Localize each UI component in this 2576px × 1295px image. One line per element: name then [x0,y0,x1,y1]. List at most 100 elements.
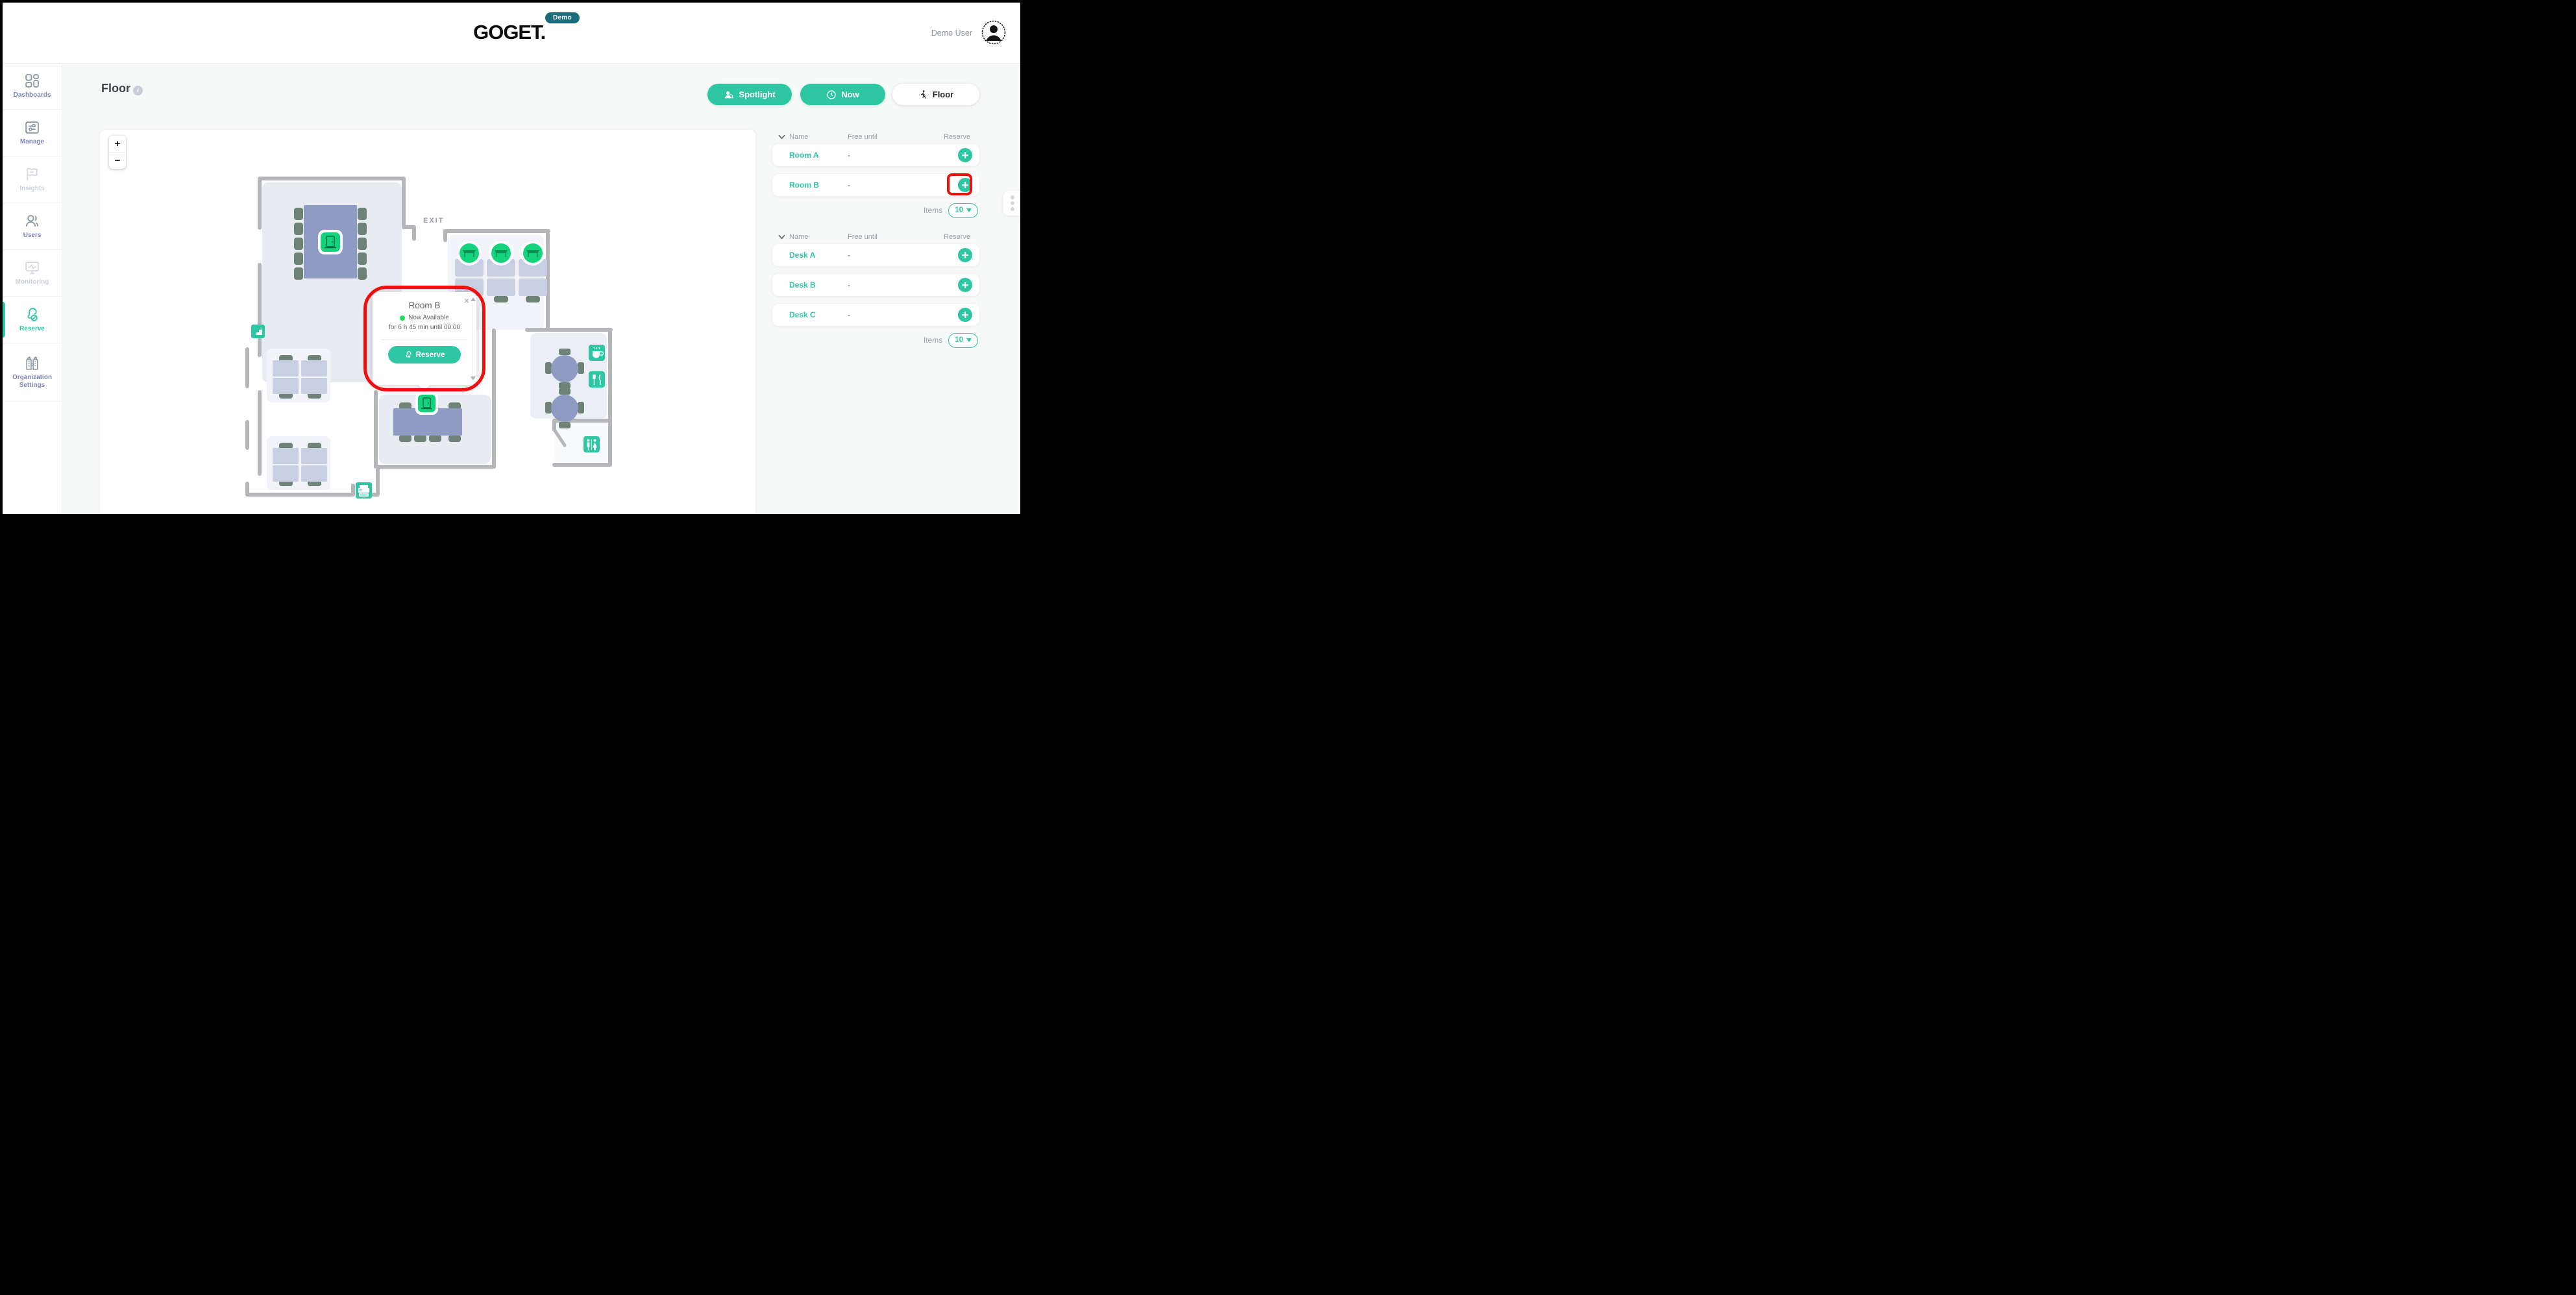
room-b-popup: × Room B Now Available for 6 h 45 min un… [373,292,476,391]
handle-dot [1010,195,1014,199]
reserve-plus-button[interactable] [958,178,972,192]
map-zoom-control: + − [109,136,126,169]
flag-chart-icon [24,166,40,182]
clock-icon [827,90,836,99]
desk-cluster-1 [273,355,327,399]
popup-reserve-button[interactable]: Reserve [388,346,461,364]
sidebar-item-users[interactable]: Users [3,203,62,250]
sidebar-item-reserve[interactable]: Reserve [3,297,62,343]
goget-logo: GOGET. [473,21,546,43]
chevron-down-icon[interactable] [778,134,785,140]
walls [245,177,613,497]
column-name: Name [789,133,809,141]
popup-divider [382,339,467,340]
kitchen-tables [545,349,584,428]
dashboards-grid-icon [24,73,40,89]
sidebar-label: Organization Settings [12,373,53,389]
sidebar-item-dashboards[interactable]: Dashboards [3,63,62,110]
desk-name-link[interactable]: Desk B [789,280,816,290]
availability-panel: Name Free until Reserve Room A - Room B … [772,130,979,348]
desks-table-header: Name Free until Reserve [772,230,979,244]
free-until-value: - [848,251,850,260]
table-row-room-a[interactable]: Room A - [772,144,979,166]
screenshot-frame: GOGET. Demo Demo User Dashboards [0,0,1023,517]
zoom-in-button[interactable]: + [109,136,126,153]
scroll-up-icon[interactable] [471,297,476,301]
sidebar-item-manage[interactable]: Manage [3,110,62,156]
monitor-pulse-icon [24,260,40,276]
items-value: 10 [955,336,963,344]
scroll-down-icon[interactable] [471,376,476,380]
column-reserve: Reserve [944,133,970,141]
stairs-icon [251,325,265,338]
info-icon[interactable]: i [133,86,143,95]
popup-status-text: Now Available [408,314,449,321]
goget-app: GOGET. Demo Demo User Dashboards [3,3,1020,514]
page-title: Floor [101,82,130,95]
printer-icon [356,482,372,499]
restroom-door-swing [552,428,567,447]
person-search-icon [725,91,734,99]
reserve-plus-button[interactable] [958,248,972,262]
free-until-value: - [848,180,850,190]
booth-availability-icons[interactable] [457,241,545,265]
sidebar-label: Reserve [19,325,45,332]
top-header: GOGET. Demo Demo User [3,3,1020,64]
desk-booths [455,259,547,302]
spotlight-button[interactable]: Spotlight [707,84,792,105]
sliders-icon [24,119,40,136]
now-label: Now [841,90,859,99]
reserve-plus-button[interactable] [958,308,972,322]
desks-items-pagination: Items 10 [772,332,978,348]
exit-label: EXIT [423,217,444,225]
meeting-room-b-furniture [393,402,462,442]
table-row-desk-a[interactable]: Desk A - [772,244,979,266]
handle-dot [1010,201,1014,205]
reserve-unlock-icon [24,306,40,323]
table-row-desk-c[interactable]: Desk C - [772,304,979,326]
room-name-link[interactable]: Room A [789,151,819,160]
panel-drag-handle[interactable] [1003,190,1020,216]
rooms-items-pagination: Items 10 [772,203,978,218]
chevron-down-icon[interactable] [778,234,785,240]
table-row-room-b[interactable]: Room B - [772,174,979,196]
items-label: Items [923,336,943,345]
popup-availability-text: for 6 h 45 min until 00:00 [388,324,461,331]
now-button[interactable]: Now [800,84,885,105]
sidebar-item-monitoring[interactable]: Monitoring [3,250,62,297]
free-until-value: - [848,310,850,319]
reserve-plus-button[interactable] [958,148,972,162]
items-value: 10 [955,206,963,214]
column-free-until: Free until [848,233,877,241]
sidebar-label: Manage [19,138,45,145]
popup-room-title: Room B [408,301,441,310]
available-status-dot [400,315,406,321]
table-row-desk-b[interactable]: Desk B - [772,274,979,296]
user-name[interactable]: Demo User [931,29,972,38]
avatar[interactable] [981,20,1006,45]
floorplan-map: EXIT [245,177,613,499]
zoom-out-button[interactable]: − [114,155,121,166]
close-icon[interactable]: × [463,295,469,306]
caret-down-icon [966,338,972,342]
rooms-table-header: Name Free until Reserve [772,130,979,144]
room-b-door-icon[interactable] [415,392,438,415]
popup-scrollbar-track [472,304,473,373]
restaurant-icon [589,371,605,388]
sidebar-item-insights[interactable]: Insights [3,156,62,203]
room-a-door-icon[interactable] [318,230,343,254]
floor-label: Floor [932,90,954,99]
items-per-page-dropdown[interactable]: 10 [948,332,978,348]
reserve-plus-button[interactable] [958,278,972,292]
demo-badge: Demo [545,12,580,23]
room-name-link[interactable]: Room B [789,180,819,190]
items-per-page-dropdown[interactable]: 10 [948,203,978,218]
column-free-until: Free until [848,133,877,141]
free-until-value: - [848,151,850,160]
sidebar-item-organization-settings[interactable]: Organization Settings [3,343,62,402]
desk-name-link[interactable]: Desk C [789,310,816,319]
coffee-icon [589,345,605,361]
floor-view-button[interactable]: Floor [892,84,979,105]
reserve-unlock-icon [406,351,411,358]
desk-name-link[interactable]: Desk A [789,251,816,260]
